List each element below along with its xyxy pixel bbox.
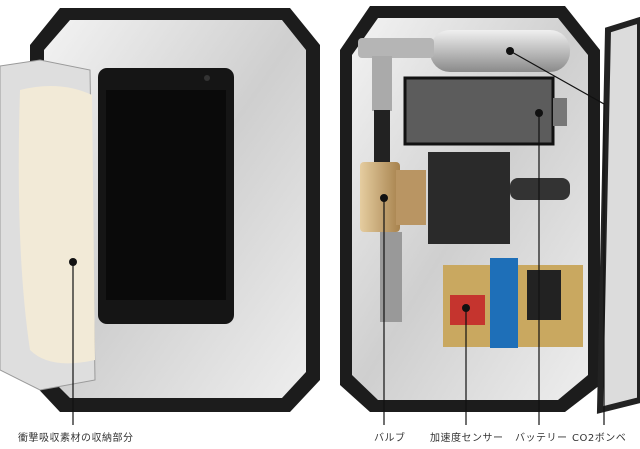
leader-lines — [72, 50, 605, 425]
battery — [403, 76, 567, 146]
label-co2: CO2ボンベ — [572, 433, 627, 444]
smartphone — [98, 68, 234, 324]
co2-cartridge — [358, 30, 570, 72]
label-battery: バッテリー — [515, 433, 568, 444]
sensor-board — [443, 258, 583, 348]
valve — [360, 56, 426, 322]
leader-dots — [69, 47, 543, 312]
solenoid — [428, 152, 570, 244]
label-valve: バルブ — [374, 433, 406, 444]
label-sensor: 加速度センサー — [430, 433, 504, 444]
label-storage: 衝撃吸収素材の収納部分 — [18, 433, 134, 444]
